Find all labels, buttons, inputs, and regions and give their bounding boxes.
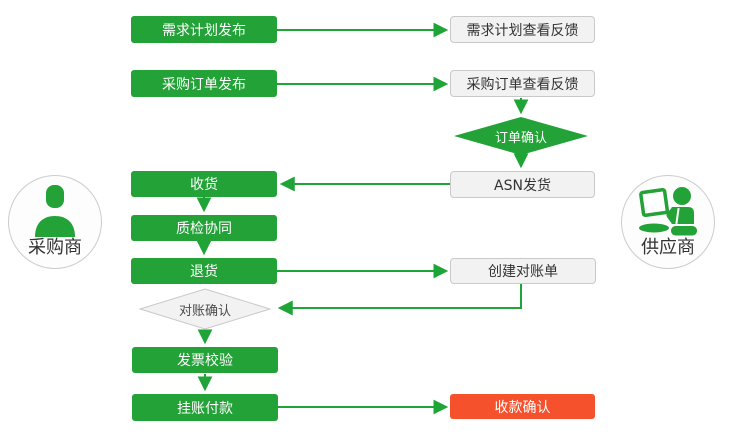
node-demand-feedback-label: 需求计划查看反馈 [466,22,579,39]
node-quality-collab: 质检协同 [131,215,277,241]
node-demand-publish: 需求计划发布 [131,16,277,43]
node-pending-payment: 挂账付款 [132,394,278,421]
node-pending-payment-label: 挂账付款 [177,400,233,417]
node-quality-collab-label: 质检协同 [176,221,232,237]
supplier-actor: 供应商 [621,175,715,269]
node-invoice-check: 发票校验 [132,347,278,373]
person-laptop-icon [639,187,697,236]
supplier-label: 供应商 [641,237,695,258]
buyer-label: 采购商 [28,237,82,258]
node-demand-publish-label: 需求计划发布 [162,22,246,39]
node-statement-confirm-label: 对账确认 [178,303,231,319]
node-create-statement: 创建对账单 [450,258,596,284]
node-po-publish-label: 采购订单发布 [162,76,246,93]
node-receipt-confirm-label: 收款确认 [494,399,551,416]
node-invoice-check-label: 发票校验 [177,353,233,369]
node-demand-feedback: 需求计划查看反馈 [450,16,595,43]
node-asn-ship-label: ASN发货 [494,177,551,194]
node-po-publish: 采购订单发布 [131,70,277,97]
diamond-shape [138,288,272,330]
node-po-feedback-label: 采购订单查看反馈 [466,76,579,93]
node-asn-ship: ASN发货 [450,171,595,198]
node-statement-confirm: 对账确认 [138,288,272,330]
node-receive-label: 收货 [190,177,218,193]
diamond-shape [454,117,588,155]
node-order-confirm: 订单确认 [454,117,588,155]
node-return-goods: 退货 [131,258,277,284]
arrow-statement-to-confirm [277,284,522,316]
node-po-feedback: 采购订单查看反馈 [450,70,595,97]
node-order-confirm-label: 订单确认 [494,130,547,146]
node-create-statement-label: 创建对账单 [488,264,558,280]
buyer-actor: 采购商 [8,175,102,269]
person-icon [35,185,75,237]
node-receipt-confirm: 收款确认 [450,394,595,419]
node-receive: 收货 [131,171,277,197]
node-return-goods-label: 退货 [190,264,218,280]
